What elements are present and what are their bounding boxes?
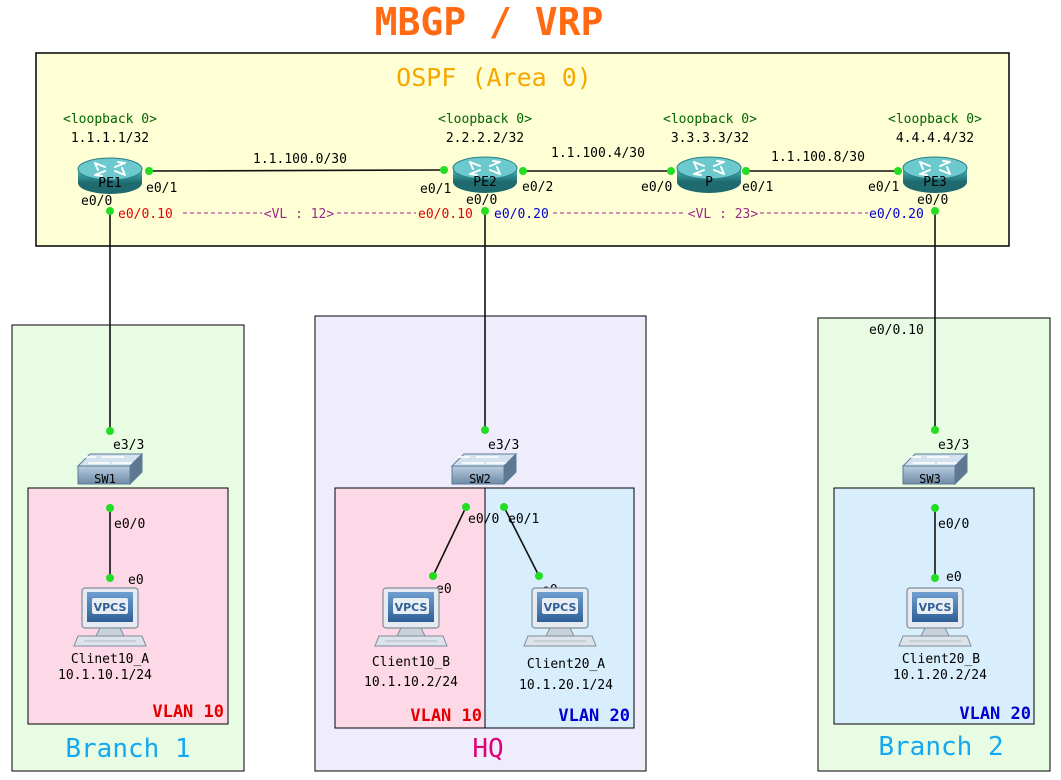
sw1-port-e33: e3/3 [113, 438, 144, 453]
link-pe1-pe2-subnet: 1.1.100.0/30 [253, 152, 347, 167]
p-port-e01: e0/1 [742, 180, 773, 195]
pe3-loopback-label: <loopback 0> [888, 112, 982, 127]
pe3-port-e00: e0/0 [917, 193, 948, 208]
router-pe3-name: PE3 [923, 175, 946, 190]
router-pe1-name: PE1 [98, 176, 121, 191]
pe3-port-e01: e0/1 [868, 180, 899, 195]
vlan-label-hq10: VLAN 10 [410, 706, 482, 726]
pc-client10b-badge: VPCS [395, 601, 428, 614]
pe1-loopback-label: <loopback 0> [63, 112, 157, 127]
site-label-branch2: Branch 2 [878, 732, 1003, 762]
p-loopback-label: <loopback 0> [663, 112, 757, 127]
pe3-loopback-ip: 4.4.4.4/32 [896, 131, 974, 146]
vlan-label-branch2: VLAN 20 [959, 704, 1031, 724]
sw3-port-e33: e3/3 [938, 438, 969, 453]
pc-client10a-badge: VPCS [94, 601, 127, 614]
sw2-port-e33: e3/3 [488, 438, 519, 453]
links [109, 169, 936, 578]
sw2-port-e00: e0/0 [468, 512, 499, 527]
vlan-label-branch1: VLAN 10 [152, 702, 224, 722]
client10b-ip: 10.1.10.2/24 [364, 675, 458, 690]
pe2-port-e00: e0/0 [466, 193, 497, 208]
client20a-name: Client20_A [527, 657, 605, 672]
port-dots [106, 166, 939, 582]
pc1-port-e0: e0 [128, 573, 144, 588]
router-pe2-name: PE2 [473, 175, 496, 190]
pc-client20b-badge: VPCS [919, 601, 952, 614]
link-p-pe3-subnet: 1.1.100.8/30 [771, 150, 865, 165]
pc-client10b-icon[interactable] [374, 587, 448, 647]
p-loopback-ip: 3.3.3.3/32 [671, 131, 749, 146]
pe1-port-e00: e0/0 [81, 194, 112, 209]
pe2-port-e01: e0/1 [420, 182, 451, 197]
pc-client20a-icon[interactable] [523, 587, 597, 647]
client10a-name: Clinet10_A [71, 652, 149, 667]
site-label-hq: HQ [472, 734, 503, 764]
ospf-area-label: OSPF (Area 0) [396, 63, 592, 92]
client20a-ip: 10.1.20.1/24 [519, 678, 613, 693]
ospf-area [35, 52, 1010, 247]
virtual-link-23: <VL : 23> [688, 207, 759, 222]
client10a-ip: 10.1.10.1/24 [58, 668, 152, 683]
pe3-port-sub20: e0/0.20 [869, 207, 924, 222]
router-p-name: P [705, 175, 713, 190]
switch-sw2-name: SW2 [469, 472, 491, 486]
pe1-loopback-ip: 1.1.1.1/32 [71, 131, 149, 146]
pc-client20b-icon[interactable] [898, 587, 972, 647]
sw2-port-e01: e0/1 [508, 512, 539, 527]
client10b-name: Client10_B [372, 655, 450, 670]
sw3-port-e00: e0/0 [938, 517, 969, 532]
sw1-port-e00: e0/0 [114, 517, 145, 532]
client20b-name: Client20_B [902, 652, 980, 667]
pc-client20a-badge: VPCS [544, 601, 577, 614]
pc-client10a-icon[interactable] [73, 587, 147, 647]
pe1-port-sub10: e0/0.10 [118, 207, 173, 222]
site-label-branch1: Branch 1 [65, 734, 190, 764]
p-port-e00: e0/0 [641, 180, 672, 195]
pc4-port-e0: e0 [946, 570, 962, 585]
pe2-loopback-label: <loopback 0> [438, 112, 532, 127]
link-pe2-p-subnet: 1.1.100.4/30 [551, 146, 645, 161]
switch-sw3-name: SW3 [919, 472, 941, 486]
pe1-port-e01: e0/1 [146, 181, 177, 196]
pe3-port-sub10: e0/0.10 [869, 323, 924, 338]
pe2-port-e02: e0/2 [522, 180, 553, 195]
pe2-loopback-ip: 2.2.2.2/32 [446, 131, 524, 146]
pe2-port-sub20: e0/0.20 [494, 207, 549, 222]
client20b-ip: 10.1.20.2/24 [893, 668, 987, 683]
vlan-label-hq20: VLAN 20 [558, 706, 630, 726]
diagram-title: MBGP / VRP [375, 0, 604, 44]
pc2-port-e0: e0 [436, 582, 452, 597]
virtual-link-12: <VL : 12> [264, 207, 335, 222]
switch-sw1-name: SW1 [94, 472, 116, 486]
pe2-port-sub10: e0/0.10 [418, 207, 473, 222]
